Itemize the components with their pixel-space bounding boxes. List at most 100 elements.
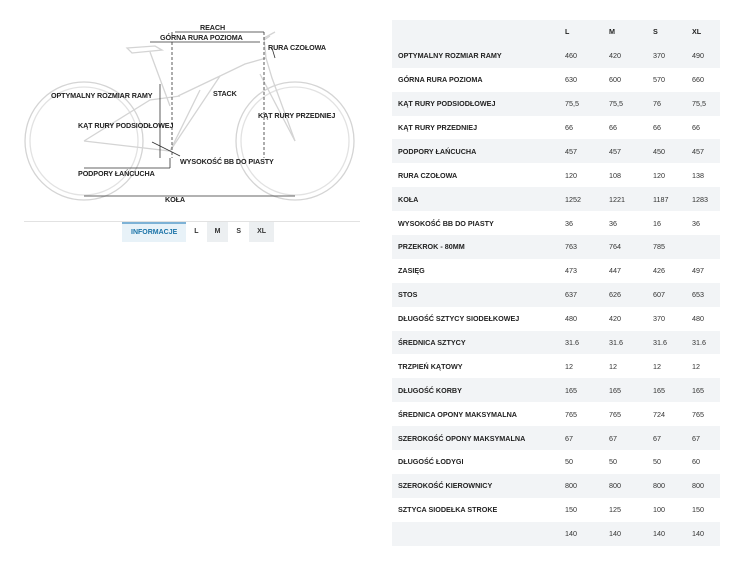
row-label bbox=[392, 522, 565, 546]
row-value: 140 bbox=[692, 529, 704, 539]
row-value: 36 bbox=[609, 218, 617, 228]
row-label: SZTYCA SIODEŁKA STROKE bbox=[398, 505, 498, 515]
row-value: 140 bbox=[653, 529, 665, 539]
label-chainstay: PODPORY ŁAŃCUCHA bbox=[78, 169, 155, 178]
row-value: 457 bbox=[565, 146, 577, 156]
label-stack: STACK bbox=[213, 89, 238, 98]
label-top-tube: GÓRNA RURA POZIOMA bbox=[160, 33, 243, 42]
row-value: 497 bbox=[692, 266, 704, 276]
row-value: 165 bbox=[609, 385, 621, 395]
row-value: 140 bbox=[565, 529, 577, 539]
tabs-divider bbox=[24, 221, 360, 222]
row-value: 138 bbox=[692, 170, 704, 180]
row-value: 490 bbox=[692, 51, 704, 61]
row-label: DŁUGOŚĆ ŁODYGI bbox=[398, 457, 464, 467]
column-header-m: M bbox=[609, 27, 615, 37]
row-value: 120 bbox=[565, 170, 577, 180]
tab-size-s[interactable]: S bbox=[228, 222, 250, 242]
label-head-tube: RURA CZOŁOWA bbox=[268, 43, 326, 52]
row-value: 50 bbox=[653, 457, 661, 467]
row-value: 31.6 bbox=[565, 338, 579, 348]
row-value: 12 bbox=[653, 361, 661, 371]
row-value: 125 bbox=[609, 505, 621, 515]
row-label: PRZEKROK - 80MM bbox=[398, 242, 465, 252]
row-value: 16 bbox=[653, 218, 661, 228]
row-value: 473 bbox=[565, 266, 577, 276]
row-value: 36 bbox=[565, 218, 573, 228]
row-value: 457 bbox=[609, 146, 621, 156]
tab-size-xl[interactable]: XL bbox=[249, 222, 275, 242]
row-value: 480 bbox=[692, 314, 704, 324]
row-value: 660 bbox=[692, 75, 704, 85]
row-label: ŚREDNICA OPONY MAKSYMALNA bbox=[398, 409, 518, 419]
row-value: 75,5 bbox=[609, 99, 623, 109]
row-value: 370 bbox=[653, 314, 665, 324]
row-value: 800 bbox=[609, 481, 621, 491]
column-header-s: S bbox=[653, 27, 658, 37]
tab-informacje[interactable]: INFORMACJE bbox=[122, 222, 187, 242]
row-label: STOS bbox=[398, 290, 418, 300]
tab-size-m[interactable]: M bbox=[206, 222, 229, 242]
row-value: 600 bbox=[609, 75, 621, 85]
row-label: DŁUGOŚĆ KORBY bbox=[398, 385, 462, 395]
row-label: RURA CZOŁOWA bbox=[398, 170, 458, 180]
row-value: 765 bbox=[565, 409, 577, 419]
row-value: 420 bbox=[609, 51, 621, 61]
table-row: PODPORY ŁAŃCUCHA 457 457 450 457 bbox=[392, 139, 720, 164]
row-label: PODPORY ŁAŃCUCHA bbox=[398, 146, 477, 156]
row-value: 1187 bbox=[653, 194, 669, 204]
row-label: TRZPIEŃ KĄTOWY bbox=[398, 361, 463, 371]
row-value: 60 bbox=[692, 457, 700, 467]
column-header bbox=[392, 20, 565, 44]
row-value: 800 bbox=[653, 481, 665, 491]
row-value: 764 bbox=[609, 242, 621, 252]
row-value: 1221 bbox=[609, 194, 625, 204]
row-value: 12 bbox=[609, 361, 617, 371]
row-value: 724 bbox=[653, 409, 665, 419]
row-value: 450 bbox=[653, 146, 665, 156]
row-value: 570 bbox=[653, 75, 665, 85]
row-value: 457 bbox=[692, 146, 704, 156]
row-value: 50 bbox=[609, 457, 617, 467]
row-label: KĄT RURY PRZEDNIEJ bbox=[398, 123, 478, 132]
row-value: 31.6 bbox=[653, 338, 667, 348]
tab-size-l[interactable]: L bbox=[186, 222, 207, 242]
row-value: 76 bbox=[653, 99, 661, 109]
row-value: 626 bbox=[609, 290, 621, 300]
bike-frame bbox=[83, 31, 296, 152]
row-value: 31.6 bbox=[609, 338, 623, 348]
row-value: 765 bbox=[609, 409, 621, 419]
row-label: OPTYMALNY ROZMIAR RAMY bbox=[398, 51, 502, 61]
row-value: 1283 bbox=[692, 194, 708, 204]
row-value: 426 bbox=[653, 266, 665, 276]
row-value: 108 bbox=[609, 170, 621, 180]
row-label: WYSOKOŚĆ BB DO PIASTY bbox=[398, 218, 494, 228]
row-value: 165 bbox=[565, 385, 577, 395]
row-value: 66 bbox=[609, 123, 617, 132]
row-label: ZASIĘG bbox=[398, 266, 425, 276]
front-wheel bbox=[235, 81, 355, 201]
row-value: 420 bbox=[609, 314, 621, 324]
row-value: 800 bbox=[692, 481, 704, 491]
label-seat-angle: KĄT RURY PODSIODŁOWEJ bbox=[78, 121, 173, 130]
row-value: 75,5 bbox=[692, 99, 706, 109]
label-head-angle: KĄT RURY PRZEDNIEJ bbox=[258, 111, 335, 120]
row-value: 12 bbox=[692, 361, 700, 371]
row-value: 75,5 bbox=[565, 99, 579, 109]
row-value: 637 bbox=[565, 290, 577, 300]
row-value: 607 bbox=[653, 290, 665, 300]
